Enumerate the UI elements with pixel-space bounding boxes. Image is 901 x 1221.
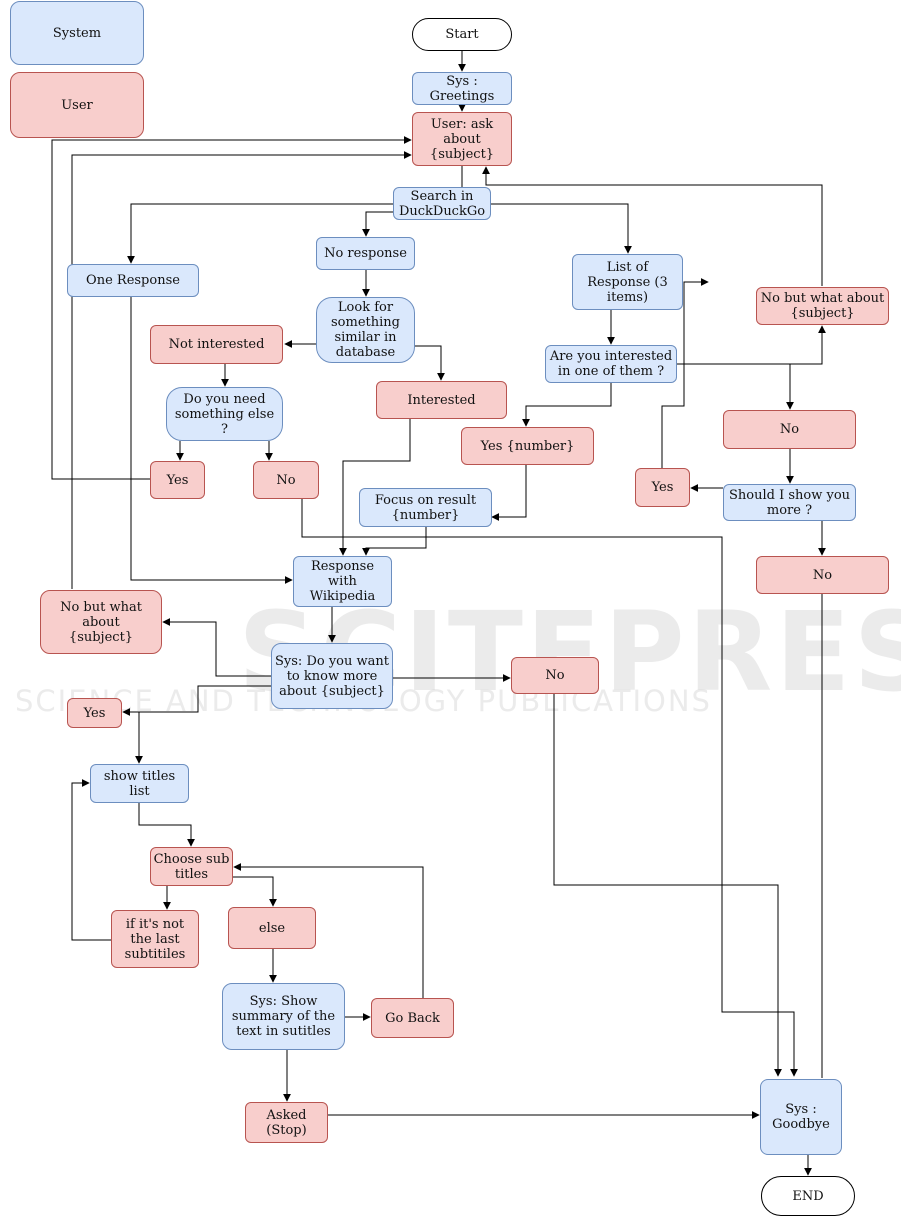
edge-titles-choose	[138, 803, 195, 847]
edge-search-one-response	[127, 203, 393, 264]
edge-look-interested	[415, 345, 445, 381]
yes-right-node: Yes	[635, 468, 690, 507]
choose-subtitles-node: Choose sub titles	[150, 847, 233, 886]
ask-subject-node: User: ask about {subject}	[412, 112, 512, 166]
no-right-node: No	[723, 410, 856, 449]
list-of-response-node: List of Response (3 items)	[572, 254, 683, 310]
asked-stop-node: Asked (Stop)	[245, 1102, 328, 1143]
not-interested-node: Not interested	[150, 325, 283, 364]
no-left-node: No	[253, 461, 319, 499]
edge-oneresponse-wiki	[130, 297, 293, 584]
show-titles-list-node: show titles list	[90, 764, 189, 803]
focus-result-node: Focus on result {number}	[359, 488, 492, 527]
response-wikipedia-node: Response with Wikipedia	[293, 556, 392, 607]
go-back-node: Go Back	[371, 998, 454, 1038]
look-similar-node: Look for something similar in database	[316, 297, 415, 363]
no-mid-node: No	[511, 657, 599, 694]
edge-goback-choose	[233, 863, 424, 998]
search-duckduckgo-node: Search in DuckDuckGo	[393, 187, 491, 220]
edge-nobutleft-ask	[71, 151, 412, 589]
yes-mid-node: Yes	[67, 698, 122, 728]
edge-interestedone-yesnumber	[522, 383, 612, 427]
interested-one-node: Are you interested in one of them ?	[545, 345, 677, 383]
edge-yesright-list	[661, 278, 709, 468]
edge-nobut-right-ask	[482, 166, 823, 286]
greetings-node: Sys : Greetings	[412, 72, 512, 105]
no-but-what-about-left-node: No but what about {subject}	[40, 590, 162, 654]
edge-search-list	[490, 203, 632, 254]
end-node: END	[761, 1176, 855, 1216]
edge-yesleft-ask	[51, 136, 412, 480]
interested-node: Interested	[376, 381, 507, 419]
no-response-node: No response	[316, 237, 415, 270]
legend-user: User	[10, 72, 144, 138]
know-more-node: Sys: Do you want to know more about {sub…	[271, 643, 393, 709]
yes-number-node: Yes {number}	[461, 427, 594, 465]
one-response-node: One Response	[67, 264, 199, 297]
not-last-subtitle-node: if it's not the last subtitiles	[111, 910, 199, 968]
else-node: else	[228, 907, 316, 949]
yes-left-node: Yes	[150, 461, 205, 499]
show-more-node: Should I show you more ?	[723, 484, 856, 521]
show-summary-node: Sys: Show summary of the text in sutitle…	[222, 983, 345, 1050]
edge-noleft-goodbye	[301, 499, 798, 1077]
edge-focus-wiki	[362, 527, 427, 556]
edge-knowmore-nobutleft	[162, 618, 271, 677]
edge-interestedone-right	[677, 325, 826, 365]
edge-choose-else	[233, 876, 277, 907]
edge-search-no-response	[362, 211, 393, 237]
edge-notlast-titles	[71, 779, 111, 941]
edge-nomid-goodbye	[553, 694, 782, 1077]
no-right-2-node: No	[756, 556, 889, 594]
no-but-what-about-right-node: No but what about {subject}	[756, 287, 889, 325]
need-something-else-node: Do you need something else ?	[166, 387, 283, 441]
legend-system: System	[10, 1, 144, 65]
goodbye-node: Sys : Goodbye	[760, 1079, 842, 1155]
edge-knowmore-yes	[122, 685, 271, 716]
edge-interested-wiki	[339, 419, 411, 556]
start-node: Start	[412, 18, 512, 51]
edge-yesnumber-focus	[491, 465, 527, 521]
